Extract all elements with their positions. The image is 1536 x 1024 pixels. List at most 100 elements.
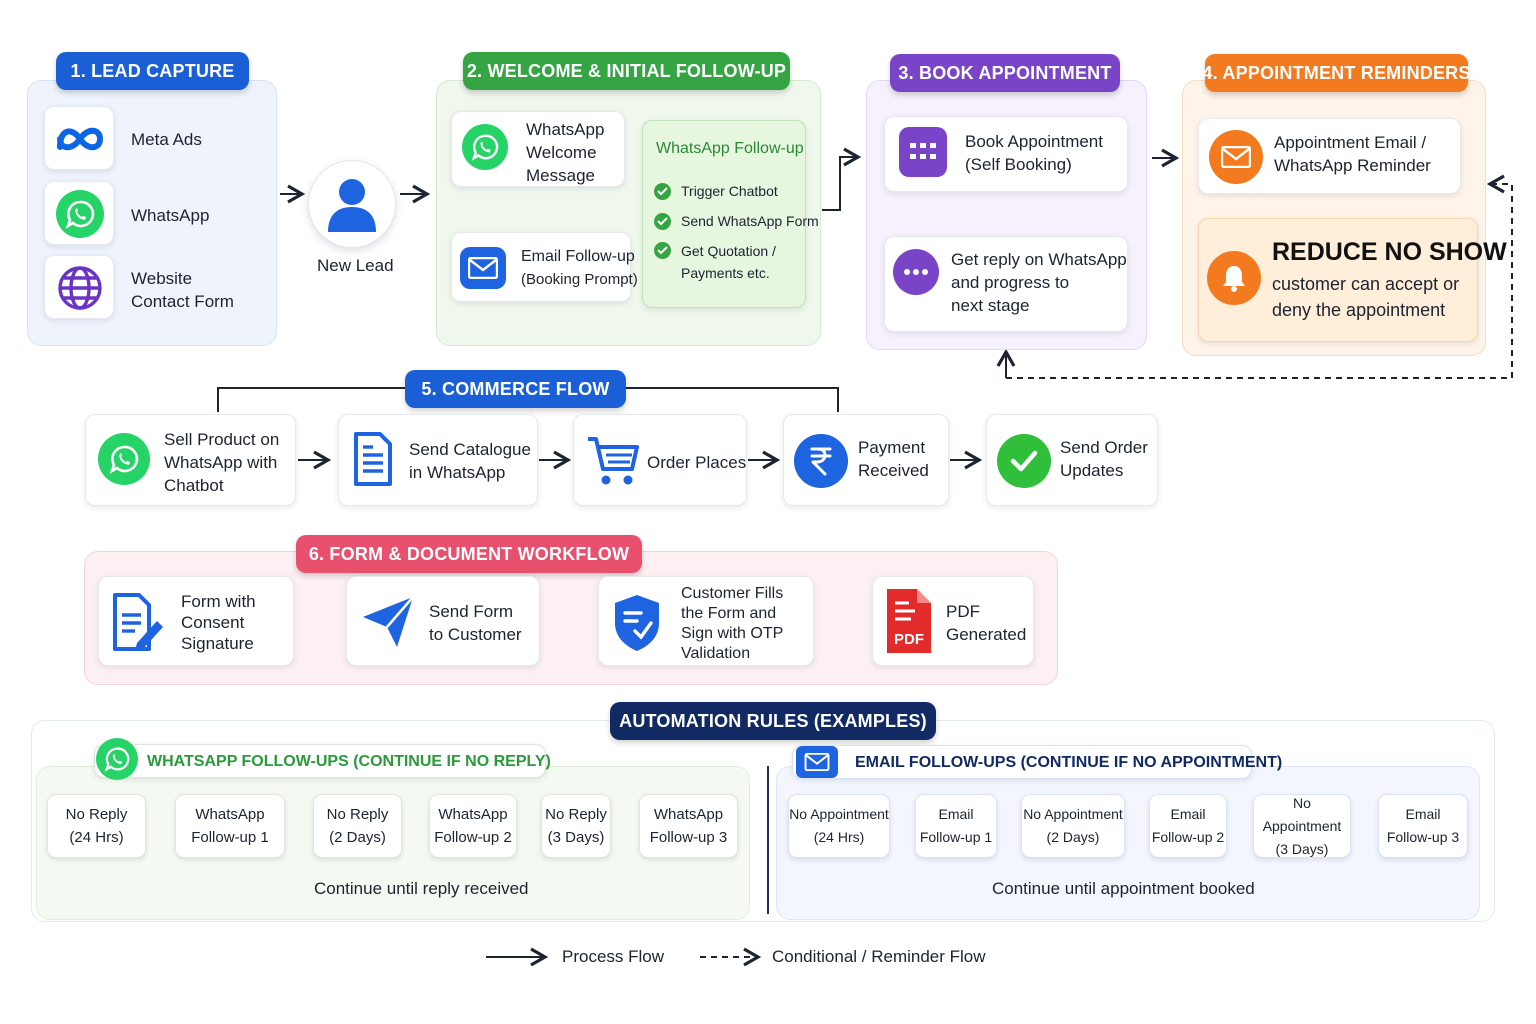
followup-item-2-label: Send WhatsApp Form [681, 213, 819, 229]
form-signature-icon [111, 591, 167, 653]
commerce-step-sell-label: Sell Product on WhatsApp with Chatbot [164, 428, 279, 497]
email-rule-5-l2: (3 Days) [1275, 840, 1329, 857]
payment-line2: Received [858, 461, 929, 480]
whatsapp-welcome-card[interactable] [451, 111, 625, 187]
commerce-step-catalogue[interactable] [338, 414, 538, 506]
catalogue-line1: Send Catalogue [409, 440, 531, 459]
whatsapp-icon [98, 433, 150, 485]
reminder-label: Appointment Email / WhatsApp Reminder [1274, 131, 1431, 177]
quotation-line2: Payments etc. [681, 265, 770, 281]
source-website-label: Website Contact Form [131, 267, 234, 313]
form-step-pdf[interactable]: PDF [872, 576, 1034, 666]
whatsapp-icon [462, 124, 508, 170]
commerce-step-catalogue-label: Send Catalogue in WhatsApp [409, 438, 531, 484]
no-show-card [1198, 218, 1478, 342]
automation-divider [767, 766, 769, 914]
email-rule-3[interactable]: No Appointment(2 Days) [1021, 794, 1125, 858]
followup-item-1: Trigger Chatbot [654, 181, 778, 201]
email-line2: (Booking Prompt) [521, 271, 638, 288]
sell-line1: Sell Product on [164, 430, 280, 449]
sell-line2: WhatsApp with [164, 453, 278, 472]
reminder-line2: WhatsApp Reminder [1274, 156, 1431, 175]
check-icon [654, 182, 671, 200]
whatsapp-loop-label: Continue until reply received [314, 879, 529, 898]
email-rule-2-l2: Follow-up 1 [919, 829, 993, 845]
followup-item-3-label: Get Quotation / Payments etc. [681, 240, 776, 284]
commerce-step-payment-label: Payment Received [858, 436, 929, 482]
source-meta-ads-card[interactable] [44, 106, 114, 170]
globe-icon [56, 264, 104, 312]
form-step-consent[interactable] [98, 576, 294, 666]
source-whatsapp-card[interactable] [44, 181, 114, 245]
automation-badge: AUTOMATION RULES (EXAMPLES) [610, 702, 936, 740]
new-lead-avatar[interactable] [308, 160, 396, 248]
email-rule-6-l1: Email [1405, 806, 1441, 822]
meta-icon [54, 119, 106, 159]
book-line2: (Self Booking) [965, 155, 1072, 174]
pdf-icon-label: PDF [894, 631, 924, 648]
new-lead-label: New Lead [317, 256, 394, 275]
reply-line3: next stage [951, 296, 1030, 315]
wa-rule-4-l1: WhatsApp [438, 806, 508, 823]
no-show-text: customer can accept or deny the appointm… [1272, 271, 1459, 323]
wa-rule-3-l1: No Reply [326, 806, 389, 823]
calendar-icon [899, 127, 947, 177]
no-show-line2: deny the appointment [1272, 300, 1446, 320]
document-icon [353, 431, 393, 487]
source-website-card[interactable] [44, 255, 114, 319]
no-show-title: REDUCE NO SHOW [1272, 238, 1507, 266]
email-rule-1-l1: No Appointment [789, 806, 889, 822]
wa-rule-3-l2: (2 Days) [329, 829, 386, 846]
commerce-step-updates[interactable] [986, 414, 1158, 506]
email-icon [796, 746, 838, 778]
email-followup-card[interactable] [451, 232, 631, 302]
wa-rule-5-l1: No Reply [545, 806, 607, 823]
self-booking-card[interactable] [884, 116, 1128, 192]
commerce-step-order[interactable] [573, 414, 747, 506]
check-icon [654, 242, 671, 259]
followup-item-2: Send WhatsApp Form [654, 211, 819, 231]
send-line1: Send Form [429, 602, 514, 621]
form-step-fill[interactable] [598, 576, 814, 666]
followup-item-3: Get Quotation / Payments etc. [654, 240, 776, 284]
pdf-file-icon: PDF [885, 587, 933, 655]
updates-line1: Send Order [1060, 438, 1148, 457]
form-step-consent-label: Form with Consent Signature [181, 591, 256, 654]
email-followup-label: Email Follow-up (Booking Prompt) [521, 245, 638, 291]
fill-line2: the Form and [681, 605, 777, 622]
check-icon [654, 212, 671, 230]
email-rule-5[interactable]: No Appointment (3 Days) [1253, 794, 1351, 858]
legend-process-label: Process Flow [562, 947, 665, 966]
reply-progress-card[interactable] [884, 236, 1128, 332]
wa-rule-3[interactable]: No Reply (2 Days) [313, 794, 402, 858]
form-step-send[interactable] [346, 576, 540, 666]
reminder-card[interactable] [1198, 118, 1461, 194]
chat-bubble-icon [893, 249, 939, 295]
whatsapp-followup-title: WhatsApp Follow-up [656, 140, 804, 157]
email-rule-1-l2: (24 Hrs) [813, 829, 865, 845]
email-rule-1[interactable]: No Appointment (24 Hrs) [788, 794, 890, 858]
check-circle-icon [997, 434, 1051, 488]
wa-rule-5[interactable]: No Reply(3 Days) [541, 794, 611, 858]
commerce-step-sell[interactable] [85, 414, 296, 506]
commerce-step-payment[interactable] [783, 414, 949, 506]
catalogue-line2: in WhatsApp [409, 463, 506, 482]
reminder-line1: Appointment Email / [1274, 133, 1427, 152]
email-rule-5-l1: No Appointment [1262, 794, 1342, 834]
wa-rule-1[interactable]: No Reply(24 Hrs) [47, 794, 146, 858]
form-step-send-label: Send Form to Customer [429, 600, 522, 646]
reply-progress-label: Get reply on WhatsApp and progress to ne… [951, 248, 1127, 317]
whatsapp-icon [96, 738, 138, 780]
form-badge: 6. FORM & DOCUMENT WORKFLOW [296, 535, 642, 573]
self-booking-label: Book Appointment (Self Booking) [965, 130, 1103, 176]
pdf-line1: PDF [946, 602, 980, 621]
wa-rule-2-l2: Follow-up 1 [191, 829, 269, 846]
email-rules-title: EMAIL FOLLOW-UPS (CONTINUE IF NO APPOINT… [855, 754, 1283, 771]
email-icon [460, 247, 506, 289]
